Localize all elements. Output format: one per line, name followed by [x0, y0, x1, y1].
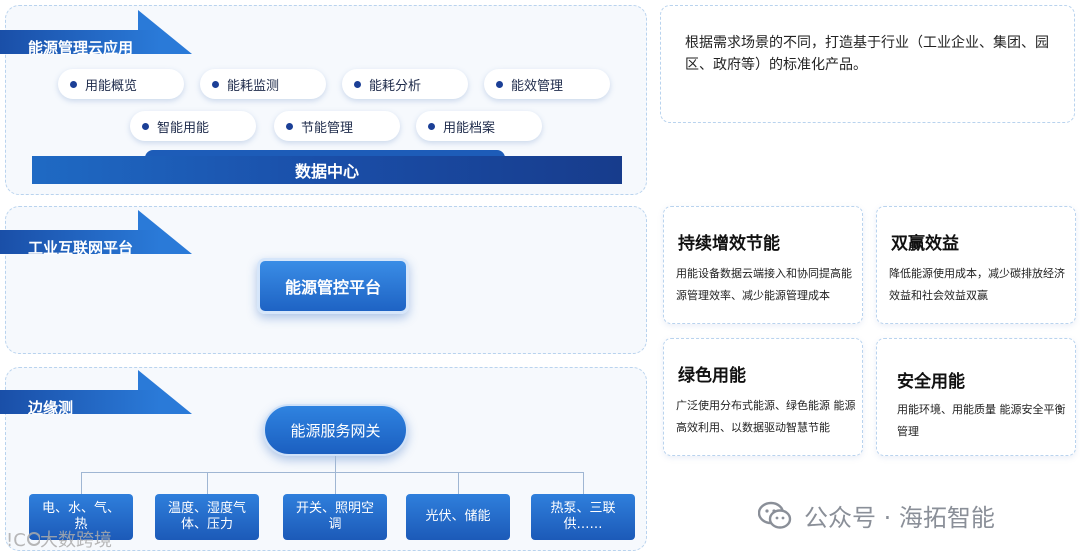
- benefit-body: 用能环境、用能质量 能源安全平衡管理: [897, 403, 1066, 438]
- edge-banner: 边缘测: [0, 370, 200, 418]
- benefit-body: 广泛使用分布式能源、绿色能源 能源高效利用、以数据驱动智慧节能: [676, 399, 856, 434]
- description-box: 根据需求场景的不同，打造基于行业（工业企业、集团、园区、政府等）的标准化产品。: [660, 5, 1075, 123]
- tree-drop: [335, 472, 336, 494]
- benefit-body: 降低能源使用成本，减少碳排放经济效益和社会效益双赢: [889, 267, 1065, 302]
- tree-drop: [207, 472, 208, 494]
- benefit-title: 安全用能: [897, 372, 965, 392]
- edge-title: 边缘测: [28, 399, 74, 417]
- wechat-icon: [758, 501, 792, 529]
- leaf-pv-storage[interactable]: 光伏、储能: [406, 494, 510, 540]
- leaf-utilities[interactable]: 电、水、气、热: [29, 494, 133, 540]
- tree-drop: [583, 472, 584, 494]
- app-pill-energy-saving[interactable]: 节能管理: [274, 111, 400, 141]
- bullet-icon: [142, 122, 149, 130]
- data-center-cap: [145, 150, 505, 160]
- bullet-icon: [70, 80, 77, 88]
- tree-drop: [458, 472, 459, 494]
- iiot-title: 工业互联网平台: [28, 239, 134, 257]
- leaf-heatpump[interactable]: 热泵、三联供……: [531, 494, 635, 540]
- app-pill-consumption-analysis[interactable]: 能耗分析: [342, 69, 468, 99]
- svg-text:!C: !C: [6, 530, 26, 550]
- energy-control-platform[interactable]: 能源管控平台: [257, 258, 409, 314]
- bullet-icon: [286, 122, 293, 130]
- benefit-card: 持续增效节能 用能设备数据云端接入和协同提高能源管理效率、减少能源管理成本: [663, 206, 863, 324]
- dashu-watermark: !C 大数跨境: [6, 530, 112, 551]
- energy-service-gateway[interactable]: 能源服务网关: [263, 404, 408, 456]
- benefit-title: 持续增效节能: [678, 234, 780, 254]
- dashu-logo-icon: !C: [6, 530, 40, 550]
- leaf-environment[interactable]: 温度、湿度气体、压力: [155, 494, 259, 540]
- wechat-watermark: 公众号 · 海拓智能: [758, 498, 995, 533]
- bullet-icon: [496, 80, 503, 88]
- cloud-app-banner: 能源管理云应用: [0, 10, 200, 58]
- data-center-bar: 数据中心: [32, 156, 622, 184]
- app-pill-usage-archive[interactable]: 用能档案: [416, 111, 542, 141]
- bullet-icon: [428, 122, 435, 130]
- tree-drop: [81, 472, 82, 494]
- tree-branch: [81, 472, 583, 473]
- leaf-switch-lighting[interactable]: 开关、照明空调: [283, 494, 387, 540]
- app-pill-smart-usage[interactable]: 智能用能: [130, 111, 256, 141]
- benefit-card: 双赢效益 降低能源使用成本，减少碳排放经济效益和社会效益双赢: [876, 206, 1076, 324]
- app-pill-usage-overview[interactable]: 用能概览: [58, 69, 184, 99]
- cloud-app-title: 能源管理云应用: [28, 39, 134, 57]
- benefit-card: 绿色用能 广泛使用分布式能源、绿色能源 能源高效利用、以数据驱动智慧节能: [663, 338, 863, 456]
- bullet-icon: [354, 80, 361, 88]
- app-pill-efficiency-management[interactable]: 能效管理: [484, 69, 610, 99]
- benefit-card: 安全用能 用能环境、用能质量 能源安全平衡管理: [876, 338, 1076, 456]
- benefit-body: 用能设备数据云端接入和协同提高能源管理效率、减少能源管理成本: [676, 267, 852, 302]
- app-pill-consumption-monitor[interactable]: 能耗监测: [200, 69, 326, 99]
- iiot-banner: 工业互联网平台: [0, 210, 200, 258]
- benefit-title: 绿色用能: [678, 366, 746, 386]
- tree-trunk: [335, 456, 336, 472]
- benefit-title: 双赢效益: [891, 234, 959, 254]
- bullet-icon: [212, 80, 219, 88]
